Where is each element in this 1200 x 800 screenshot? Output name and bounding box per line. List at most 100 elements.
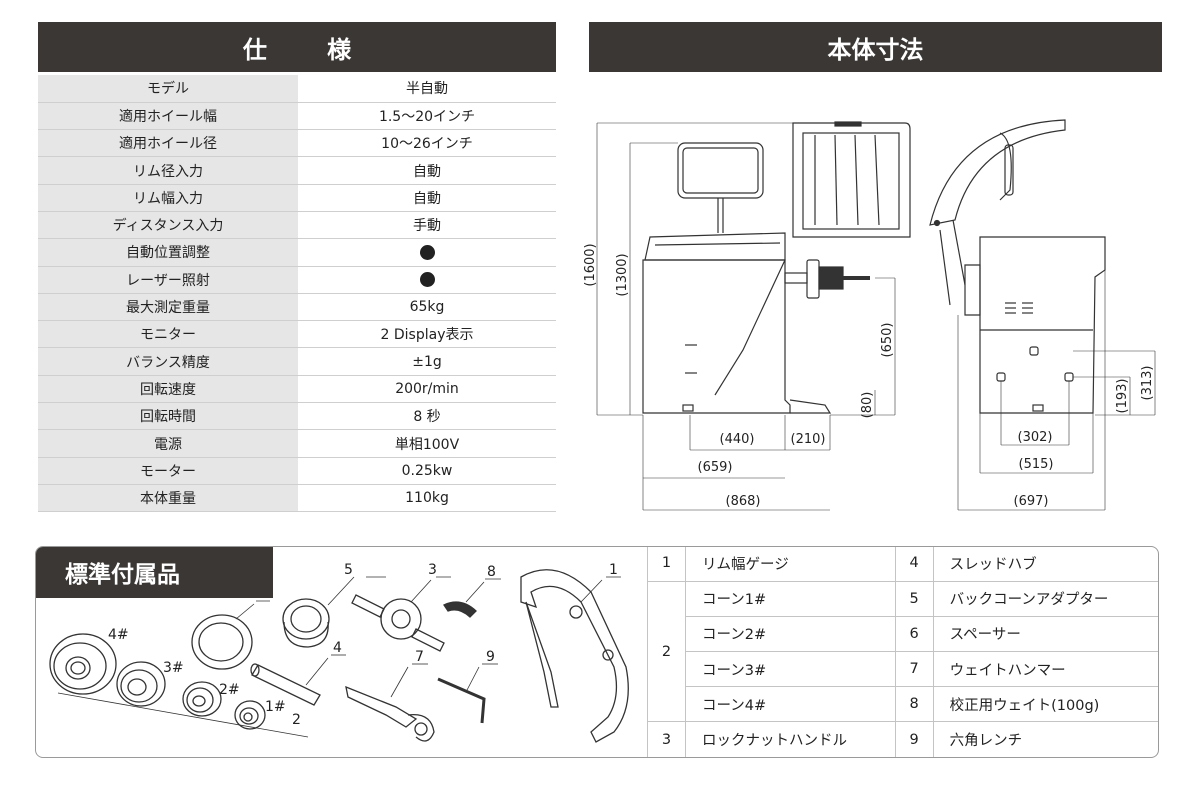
cone-2-icon <box>182 681 222 717</box>
lock-nut-handle-icon <box>351 594 445 652</box>
spec-key: 本体重量 <box>38 484 298 513</box>
dim-label-697: (697) <box>1014 494 1049 509</box>
callout-2: 2 <box>292 712 301 728</box>
acc-left-name: コーン1# <box>685 580 896 617</box>
acc-left-name: コーン2# <box>685 615 896 653</box>
acc-right-name: スペーサー <box>932 615 1158 653</box>
spec-key: レーザー照射 <box>38 266 298 294</box>
spec-key: モニター <box>38 320 298 349</box>
spec-value: ±1g <box>298 347 556 376</box>
spec-key: バランス精度 <box>38 347 298 376</box>
callout-cone-1: 1# <box>265 699 286 715</box>
acc-right-name: ウェイトハンマー <box>932 651 1158 688</box>
dimension-drawing: (1600) (1300) (650) (80) (440) (210) (65… <box>583 119 1156 511</box>
spec-value: 1.5〜20インチ <box>298 102 556 131</box>
callout-1: 1 <box>609 562 618 578</box>
cone-3-icon <box>116 661 166 707</box>
dimensions-header: 本体寸法 <box>589 22 1162 72</box>
spec-value: 10〜26インチ <box>298 129 556 158</box>
acc-right-num: 7 <box>894 651 934 688</box>
spec-row: バランス精度±1g <box>38 347 556 376</box>
acc-left-num: 1 <box>647 547 686 582</box>
callout-5: 5 <box>344 562 353 578</box>
acc-right-name: 校正用ウェイト(100g) <box>932 686 1158 723</box>
dim-label-659: (659) <box>698 460 733 475</box>
spec-row: モデル半自動 <box>38 75 556 103</box>
accessories-table: 1 リム幅ゲージ 4 スレッドハブ 2 コーン1# 5 バックコーンアダプター … <box>647 547 1158 757</box>
accessories-title: 標準付属品 <box>36 547 273 598</box>
dim-label-210: (210) <box>791 432 826 447</box>
side-view <box>929 119 1156 511</box>
spec-key: モデル <box>38 75 298 103</box>
dim-label-80: (80) <box>860 392 875 419</box>
spec-key: 自動位置調整 <box>38 238 298 267</box>
spec-value: 自動 <box>298 156 556 185</box>
callout-8: 8 <box>487 564 496 580</box>
callout-3: 3 <box>428 562 437 578</box>
acc-right-num: 5 <box>894 580 934 617</box>
spec-row: レーザー照射 <box>38 266 556 294</box>
callout-4: 4 <box>333 640 342 656</box>
spec-key: モーター <box>38 457 298 485</box>
acc-left-name: リム幅ゲージ <box>685 547 896 582</box>
dim-label-302: (302) <box>1018 430 1053 445</box>
callout-cone-2: 2# <box>219 682 240 698</box>
dim-label-868: (868) <box>726 494 761 509</box>
spec-key: 回転速度 <box>38 375 298 404</box>
accessories-panel: 1 2 3 4 5 6 7 8 9 4# 3# 2# 1# 標準付属品 1 リム… <box>35 546 1159 758</box>
spec-value: 200r/min <box>298 375 556 404</box>
spec-value: 2 Display表示 <box>298 320 556 349</box>
front-view <box>596 121 911 511</box>
spacer-icon <box>191 614 253 670</box>
spec-row: リム径入力自動 <box>38 156 556 185</box>
spec-row: 自動位置調整 <box>38 238 556 267</box>
dim-label-1300: (1300) <box>615 253 630 296</box>
dim-label-313: (313) <box>1140 366 1155 401</box>
spec-key: ディスタンス入力 <box>38 211 298 240</box>
acc-right-num: 6 <box>894 615 934 653</box>
spec-value: 単相100V <box>298 429 556 458</box>
spec-value: 手動 <box>298 211 556 240</box>
spec-key: 適用ホイール幅 <box>38 102 298 131</box>
callout-cone-3: 3# <box>163 660 184 676</box>
acc-left-name: コーン3# <box>685 651 896 688</box>
spec-key: リム幅入力 <box>38 184 298 212</box>
hex-wrench-icon <box>437 677 486 724</box>
dim-label-650: (650) <box>880 323 895 358</box>
acc-right-name: バックコーンアダプター <box>932 580 1158 617</box>
acc-right-num: 8 <box>894 686 934 723</box>
spec-value: 0.25kw <box>298 457 556 485</box>
spec-key: 回転時間 <box>38 402 298 431</box>
back-cone-adapter-icon <box>282 598 330 648</box>
spec-header: 仕 様 <box>38 22 556 72</box>
spec-key: 適用ホイール径 <box>38 129 298 158</box>
weight-hammer-icon <box>345 685 435 742</box>
spec-value: 110kg <box>298 484 556 513</box>
dim-label-193: (193) <box>1115 379 1130 414</box>
acc-right-num: 4 <box>894 547 934 582</box>
spec-value <box>298 238 556 267</box>
cone-callout-line <box>57 692 309 738</box>
callout-7: 7 <box>415 649 424 665</box>
spec-key: リム径入力 <box>38 156 298 185</box>
spec-row: 電源単相100V <box>38 429 556 458</box>
spec-value: 自動 <box>298 184 556 212</box>
spec-key: 電源 <box>38 429 298 458</box>
calibration-weight-icon <box>443 601 477 618</box>
spec-key: 最大測定重量 <box>38 293 298 322</box>
spec-value: 65kg <box>298 293 556 322</box>
filled-circle-icon <box>419 244 435 260</box>
spec-value <box>298 266 556 294</box>
cone-1-icon <box>234 700 266 730</box>
dim-label-440: (440) <box>720 432 755 447</box>
dim-label-515: (515) <box>1019 457 1054 472</box>
acc-right-num: 9 <box>894 721 934 757</box>
spec-value: 半自動 <box>298 75 556 103</box>
spec-row: ディスタンス入力手動 <box>38 211 556 240</box>
